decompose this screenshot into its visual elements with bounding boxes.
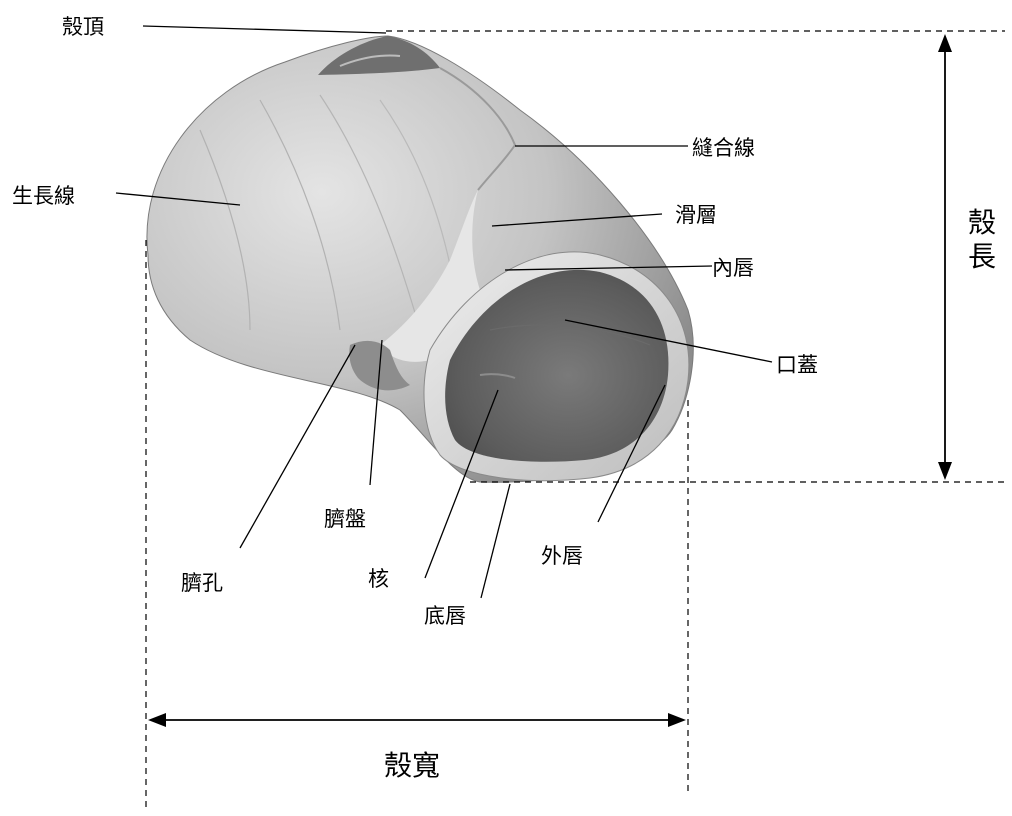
label-umbilicus: 臍孔	[181, 571, 223, 595]
inner-lip-leader	[504, 265, 713, 271]
umbilicus-leader	[239, 344, 356, 549]
label-shell-width: 殼寬	[384, 749, 440, 782]
operculum-shape	[445, 269, 669, 462]
label-suture: 縫合線	[692, 136, 755, 160]
label-inner-lip: 內唇	[712, 256, 754, 280]
label-umbilical-callus: 臍盤	[324, 507, 366, 531]
shell-length-arrow-head-bottom	[938, 462, 952, 480]
callus-leader	[491, 213, 663, 227]
label-shell-length-char-1: 殼	[968, 206, 996, 239]
label-callus: 滑層	[675, 203, 717, 227]
label-nucleus: 核	[368, 567, 389, 591]
label-basal-lip: 底唇	[424, 604, 466, 628]
label-growth-lines: 生長線	[12, 184, 75, 208]
labels: 殼頂 縫合線 生長線 滑層 內唇 口蓋 臍盤 外唇 臍孔 核 底唇	[12, 15, 818, 628]
shell-illustration	[146, 35, 694, 483]
leader-lines	[115, 25, 773, 599]
umbilical-callus-leader	[369, 339, 383, 486]
basal-lip-leader	[480, 483, 511, 599]
dimension-arrows	[148, 34, 952, 727]
label-operculum: 口蓋	[776, 353, 818, 377]
label-apex: 殼頂	[62, 15, 104, 39]
suture-line	[439, 67, 517, 191]
operculum-leader	[564, 319, 773, 363]
label-outer-lip: 外唇	[541, 544, 583, 568]
shell-length-arrow-head-top	[938, 34, 952, 52]
label-shell-length-char-2: 長	[968, 240, 996, 273]
outer-lip-leader	[597, 384, 666, 523]
nucleus-leader	[424, 389, 499, 579]
apex-leader	[142, 25, 387, 34]
growth-lines-leader	[115, 192, 241, 206]
shell-width-arrow-head-right	[668, 713, 686, 727]
reference-lines	[145, 30, 1005, 810]
shell-width-arrow-head-left	[148, 713, 166, 727]
dimension-labels: 殼 長 殼寬	[384, 206, 996, 782]
